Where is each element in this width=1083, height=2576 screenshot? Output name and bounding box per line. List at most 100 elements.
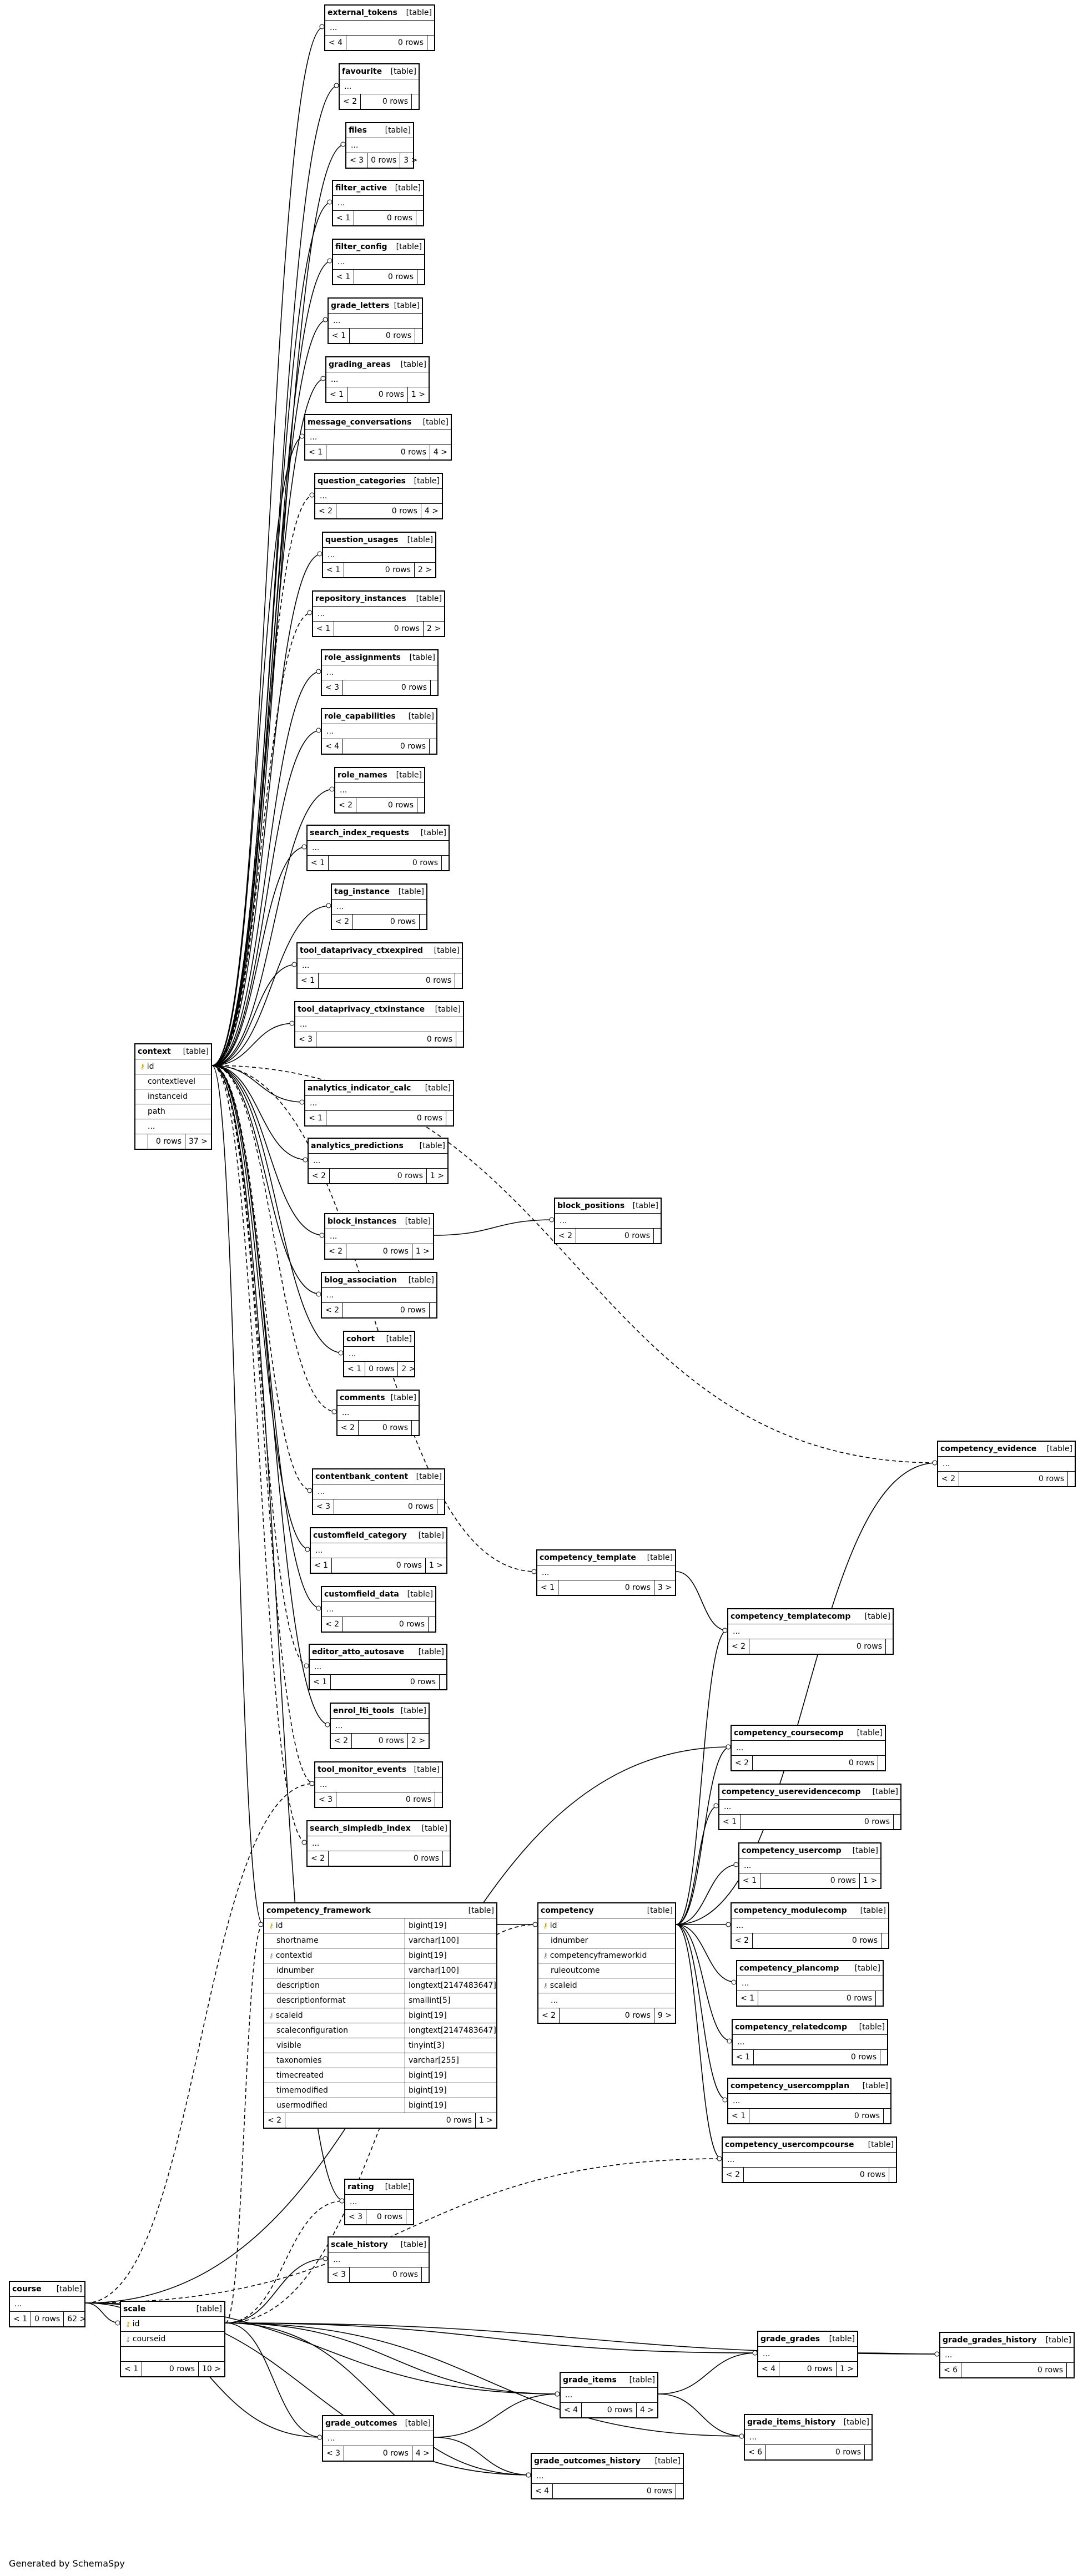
parents-count[interactable]: < 3 <box>345 2210 367 2224</box>
children-count[interactable] <box>427 36 434 50</box>
children-count[interactable] <box>430 739 436 754</box>
parents-count[interactable]: < 1 <box>305 445 327 459</box>
children-count[interactable] <box>430 1303 436 1317</box>
parents-count[interactable]: < 4 <box>532 2484 553 2498</box>
children-count[interactable] <box>886 1639 893 1654</box>
children-count[interactable]: 4 > <box>415 2449 430 2458</box>
children-count[interactable] <box>417 798 424 812</box>
children-count[interactable] <box>884 2109 890 2123</box>
parents-count[interactable]: < 2 <box>308 1851 329 1866</box>
parents-count[interactable]: < 3 <box>295 1032 317 1047</box>
children-count[interactable] <box>446 1111 453 1125</box>
children-count[interactable]: 3 > <box>657 1583 672 1592</box>
children-count[interactable] <box>876 1991 883 2006</box>
children-count[interactable] <box>417 270 424 284</box>
children-count[interactable]: 1 > <box>839 2365 854 2373</box>
parents-count[interactable]: < 2 <box>732 1756 753 1770</box>
parents-count[interactable]: < 1 <box>739 1873 761 1888</box>
children-count[interactable] <box>435 1792 442 1807</box>
parents-count[interactable]: < 1 <box>728 2109 750 2123</box>
parents-count[interactable]: < 2 <box>340 94 361 109</box>
children-count[interactable] <box>881 1933 888 1948</box>
children-count[interactable] <box>412 94 419 109</box>
children-count[interactable] <box>429 1617 435 1632</box>
parents-count[interactable]: < 2 <box>315 504 337 518</box>
children-count[interactable]: 1 > <box>863 1876 877 1885</box>
parents-count[interactable]: < 1 <box>326 387 348 402</box>
parents-count[interactable]: < 2 <box>331 1734 352 1748</box>
parents-count[interactable]: < 1 <box>305 1111 327 1125</box>
children-count[interactable] <box>422 2267 429 2282</box>
parents-count[interactable]: < 2 <box>338 1421 359 1435</box>
children-count[interactable] <box>443 1851 450 1866</box>
children-count[interactable] <box>889 2168 896 2182</box>
parents-count[interactable]: < 4 <box>322 739 344 754</box>
parents-count[interactable]: < 1 <box>310 1675 331 1689</box>
children-count[interactable] <box>676 2484 683 2498</box>
children-count[interactable]: 3 > <box>404 156 418 165</box>
parents-count[interactable]: < 1 <box>311 1558 333 1573</box>
children-count[interactable] <box>442 856 449 870</box>
children-count[interactable] <box>440 1675 446 1689</box>
parents-count[interactable]: < 3 <box>346 153 368 168</box>
children-count[interactable]: 4 > <box>424 507 439 516</box>
children-count[interactable] <box>416 211 423 225</box>
parents-count[interactable]: < 1 <box>737 1991 759 2006</box>
children-count[interactable]: 2 > <box>411 1736 425 1745</box>
parents-count[interactable]: < 2 <box>732 1933 753 1948</box>
children-count[interactable] <box>420 915 426 929</box>
parents-count[interactable]: < 1 <box>333 270 355 284</box>
children-count[interactable]: 4 > <box>433 448 447 457</box>
children-count[interactable]: 1 > <box>415 1247 430 1256</box>
parents-count[interactable]: < 3 <box>329 2267 350 2282</box>
children-count[interactable]: 1 > <box>430 1171 444 1180</box>
children-count[interactable]: 2 > <box>426 624 441 633</box>
children-count[interactable] <box>1068 1472 1075 1486</box>
parents-count[interactable]: < 3 <box>322 680 344 695</box>
parents-count[interactable]: < 1 <box>329 329 350 343</box>
children-count[interactable] <box>456 1032 463 1047</box>
children-count[interactable] <box>406 2210 413 2224</box>
parents-count[interactable]: < 6 <box>745 2445 767 2459</box>
parents-count[interactable]: < 2 <box>322 1303 344 1317</box>
children-count[interactable]: 1 > <box>411 390 425 399</box>
table-competency-userevidencecomp[interactable]: competency_userevidencecomp[table]...< 1… <box>718 1784 901 1830</box>
parents-count[interactable]: < 6 <box>940 2363 962 2377</box>
parents-count[interactable]: < 1 <box>323 563 345 577</box>
parents-count[interactable]: < 4 <box>325 36 347 50</box>
